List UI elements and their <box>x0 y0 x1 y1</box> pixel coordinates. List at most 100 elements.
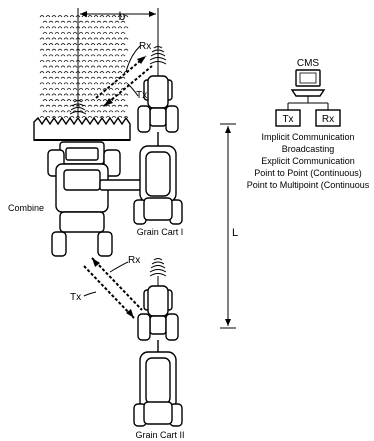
crop-mark <box>42 87 48 91</box>
crop-mark <box>90 31 96 35</box>
cms-rx-label: Rx <box>322 114 334 125</box>
crop-mark <box>66 65 72 68</box>
crop-mark <box>84 54 90 57</box>
crop-mark <box>48 65 54 68</box>
crop-mark <box>114 20 120 23</box>
crop-mark <box>84 76 90 79</box>
crop-mark <box>63 48 69 51</box>
crop-mark <box>99 26 105 29</box>
crop-mark <box>123 59 129 63</box>
crop-mark <box>45 37 51 40</box>
cms-title: CMS <box>297 58 320 69</box>
crop-mark <box>90 43 96 46</box>
crop-mark <box>63 71 69 74</box>
crop-mark <box>120 43 126 46</box>
crop-mark <box>99 104 105 107</box>
crop-mark <box>63 82 69 85</box>
crop-mark <box>42 110 48 113</box>
crop-mark <box>93 59 99 63</box>
combine-header <box>33 116 131 141</box>
crop-mark <box>81 71 87 74</box>
crop-mark <box>81 37 87 40</box>
crop-mark <box>45 26 51 29</box>
crop-mark <box>90 110 96 113</box>
crop-mark <box>39 115 45 119</box>
top-comm-link: Rx Tx <box>69 41 153 115</box>
crop-mark <box>66 31 72 35</box>
crop-mark <box>45 15 51 18</box>
computer-icon <box>290 69 326 97</box>
crop-mark <box>45 59 51 63</box>
crop-mark <box>117 59 123 63</box>
crop-mark <box>66 110 72 113</box>
crop-mark <box>84 31 90 35</box>
crop-mark <box>108 87 114 91</box>
crop-mark <box>72 54 78 57</box>
crop-mark <box>51 37 57 40</box>
crop-mark <box>93 37 99 40</box>
crop-mark <box>90 20 96 23</box>
crop-mark <box>54 43 60 46</box>
crop-mark <box>90 76 96 79</box>
crop-mark <box>102 20 108 23</box>
crop-mark <box>42 20 48 23</box>
crop-mark <box>120 76 126 79</box>
crop-mark <box>102 54 108 57</box>
crop-mark <box>42 31 48 35</box>
crop-mark <box>120 65 126 68</box>
dimension-b: b <box>77 8 159 118</box>
crop-mark <box>72 43 78 46</box>
rx-bottom-label: Rx <box>128 255 140 266</box>
crop-mark <box>102 87 108 91</box>
crop-mark <box>54 31 60 35</box>
crop-mark <box>84 87 90 91</box>
crop-mark <box>42 76 48 79</box>
crop-mark <box>84 20 90 23</box>
crop-mark <box>84 99 90 102</box>
crop-mark <box>78 54 84 57</box>
crop-mark <box>57 15 63 18</box>
crop-mark <box>102 31 108 35</box>
crop-mark <box>123 82 129 85</box>
crop-mark <box>69 26 75 29</box>
crop-mark <box>99 15 105 18</box>
crop-mark <box>117 37 123 40</box>
grain-cart-2-label: Grain Cart II <box>135 430 184 440</box>
crop-mark <box>81 104 87 107</box>
crop-mark <box>111 71 117 74</box>
crop-mark <box>99 82 105 85</box>
crop-mark <box>117 26 123 29</box>
mode-broadcasting: Broadcasting <box>282 144 335 154</box>
crop-mark <box>105 71 111 74</box>
crop-mark <box>99 115 105 119</box>
crop-mark <box>54 99 60 102</box>
crop-mark <box>87 93 93 96</box>
dimension-b-label: b <box>119 9 126 23</box>
tx-bottom-label: Tx <box>70 292 81 303</box>
crop-mark <box>54 87 60 91</box>
crop-mark <box>45 82 51 85</box>
crop-mark <box>117 15 123 18</box>
crop-mark <box>69 71 75 74</box>
crop-mark <box>42 65 48 68</box>
crop-mark <box>114 87 120 91</box>
crop-mark <box>72 65 78 68</box>
crop-mark <box>96 65 102 68</box>
grain-cart-1-label: Grain Cart I <box>137 227 184 237</box>
crop-mark <box>51 48 57 51</box>
crop-mark <box>111 59 117 63</box>
crop-mark <box>39 48 45 51</box>
crop-mark <box>60 65 66 68</box>
crop-mark <box>66 87 72 91</box>
crop-mark <box>60 76 66 79</box>
crop-mark <box>45 93 51 96</box>
crop-mark <box>48 110 54 113</box>
crop-mark <box>99 37 105 40</box>
crop-mark <box>60 43 66 46</box>
crop-mark <box>96 43 102 46</box>
crop-mark <box>114 43 120 46</box>
crop-mark <box>90 99 96 102</box>
crop-mark <box>90 65 96 68</box>
crop-mark <box>69 59 75 63</box>
